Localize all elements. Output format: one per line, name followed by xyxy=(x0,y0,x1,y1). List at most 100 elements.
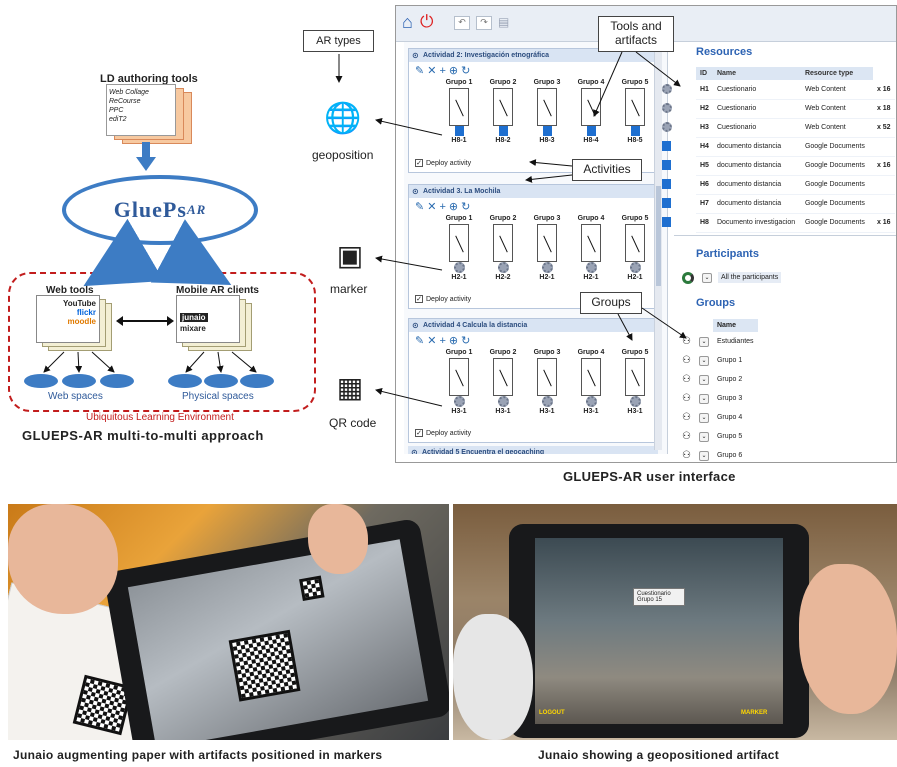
add-icon[interactable]: + xyxy=(439,335,446,347)
group-expand-cell[interactable]: ⌄ xyxy=(695,332,713,351)
gear-icon[interactable] xyxy=(541,262,553,273)
chevron-down-icon[interactable]: ⌄ xyxy=(698,393,709,404)
gear-icon[interactable] xyxy=(585,262,597,273)
delete-icon[interactable]: ✕ xyxy=(427,65,437,77)
gear-icon[interactable] xyxy=(585,396,597,407)
group-box[interactable] xyxy=(449,88,469,126)
group-expand-cell[interactable]: ⌄ xyxy=(695,351,713,370)
activities-scrollbar[interactable] xyxy=(654,46,662,450)
checkbox-icon[interactable]: ✓ xyxy=(415,159,423,167)
gear-icon[interactable] xyxy=(541,396,553,407)
add-icon[interactable]: + xyxy=(439,201,446,213)
group-box[interactable] xyxy=(493,224,513,262)
scrollbar-thumb[interactable] xyxy=(656,186,661,286)
navigate-icon[interactable]: ⊕ xyxy=(448,335,459,347)
gear-icon[interactable] xyxy=(629,396,641,407)
refresh-icon[interactable]: ↻ xyxy=(461,335,471,347)
group-box[interactable] xyxy=(537,358,557,396)
chevron-down-icon[interactable]: ⌄ xyxy=(698,450,709,461)
group-box[interactable] xyxy=(449,358,469,396)
refresh-icon[interactable]: ↻ xyxy=(461,201,471,213)
chevron-down-icon[interactable]: ⌄ xyxy=(698,431,709,442)
document-icon[interactable] xyxy=(454,126,464,136)
group-expand-cell[interactable]: ⌄ xyxy=(695,446,713,462)
group-box[interactable] xyxy=(493,358,513,396)
undo-icon[interactable]: ↶ xyxy=(454,16,470,30)
pencil-icon[interactable]: ✎ xyxy=(415,201,425,213)
chevron-down-icon[interactable]: ⌄ xyxy=(698,412,709,423)
ar-artifact-popup[interactable]: Cuestionario Grupo 15 xyxy=(633,588,685,606)
group-row[interactable]: ⚇⌄Grupo 5 xyxy=(678,427,758,446)
gear-icon[interactable] xyxy=(453,396,465,407)
checkbox-icon[interactable]: ✓ xyxy=(415,295,423,303)
save-icon[interactable]: ▤ xyxy=(498,15,510,29)
activity-title[interactable]: Actividad 4 Calcula la distancia xyxy=(409,319,657,332)
group-row[interactable]: ⚇⌄Grupo 6 xyxy=(678,446,758,462)
group-box[interactable] xyxy=(581,88,601,126)
next-activity-title[interactable]: Actividad 5 Encuentra el geocaching xyxy=(408,446,658,454)
group-box[interactable] xyxy=(537,88,557,126)
document-icon[interactable] xyxy=(586,126,596,136)
delete-icon[interactable]: ✕ xyxy=(427,335,437,347)
chevron-down-icon[interactable]: ⌄ xyxy=(698,355,709,366)
document-icon[interactable] xyxy=(630,126,640,136)
participants-chevron-icon[interactable]: ⌄ xyxy=(702,273,712,283)
refresh-icon[interactable]: ↻ xyxy=(461,65,471,77)
group-expand-cell[interactable]: ⌄ xyxy=(695,408,713,427)
group-row[interactable]: ⚇⌄Grupo 2 xyxy=(678,370,758,389)
chevron-down-icon[interactable]: ⌄ xyxy=(698,336,709,347)
group-row[interactable]: ⚇⌄Grupo 1 xyxy=(678,351,758,370)
group-box[interactable] xyxy=(625,358,645,396)
group-row[interactable]: ⚇⌄Estudiantes xyxy=(678,332,758,351)
document-icon[interactable] xyxy=(542,126,552,136)
logout-button[interactable]: LOGOUT xyxy=(539,710,565,716)
activity-title[interactable]: Actividad 3. La Mochila xyxy=(409,185,657,198)
gear-icon[interactable] xyxy=(629,262,641,273)
deploy-activity-checkbox[interactable]: ✓Deploy activity xyxy=(415,295,471,303)
group-row[interactable]: ⚇⌄Grupo 3 xyxy=(678,389,758,408)
redo-icon[interactable]: ↷ xyxy=(476,16,492,30)
all-participants-label[interactable]: All the participants xyxy=(718,272,782,283)
group-row[interactable]: ⚇⌄Grupo 4 xyxy=(678,408,758,427)
gear-icon[interactable] xyxy=(497,262,509,273)
gear-icon[interactable] xyxy=(497,396,509,407)
document-icon[interactable] xyxy=(498,126,508,136)
deploy-activity-checkbox[interactable]: ✓Deploy activity xyxy=(415,429,471,437)
group-expand-cell[interactable]: ⌄ xyxy=(695,370,713,389)
navigate-icon[interactable]: ⊕ xyxy=(448,201,459,213)
navigate-icon[interactable]: ⊕ xyxy=(448,65,459,77)
pencil-icon[interactable]: ✎ xyxy=(415,335,425,347)
group-box[interactable] xyxy=(581,358,601,396)
deploy-activity-checkbox[interactable]: ✓Deploy activity xyxy=(415,159,471,167)
add-icon[interactable]: + xyxy=(439,65,446,77)
pencil-icon[interactable]: ✎ xyxy=(415,65,425,77)
delete-icon[interactable]: ✕ xyxy=(427,201,437,213)
group-box[interactable] xyxy=(625,88,645,126)
group-box[interactable] xyxy=(449,224,469,262)
markers-button[interactable]: MARKER xyxy=(741,710,768,716)
group-box[interactable] xyxy=(625,224,645,262)
chevron-down-icon[interactable]: ⌄ xyxy=(698,374,709,385)
checkbox-icon[interactable]: ✓ xyxy=(415,429,423,437)
